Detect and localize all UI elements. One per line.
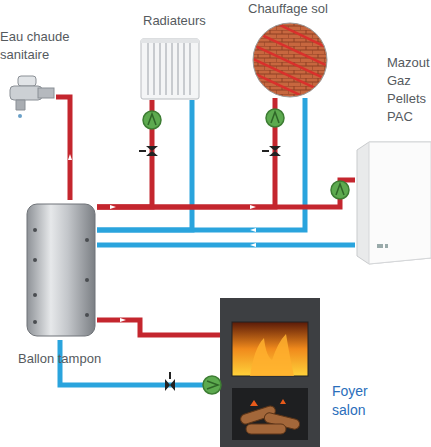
node-illustration bbox=[25, 200, 97, 340]
supply-pipe bbox=[97, 98, 275, 207]
valve-symbol bbox=[139, 146, 158, 156]
node-illustration bbox=[140, 38, 200, 100]
supply-pipe bbox=[97, 100, 152, 207]
valve-symbol bbox=[262, 146, 281, 156]
node-illustration bbox=[8, 72, 56, 120]
pump-symbol bbox=[331, 181, 349, 199]
floor-heating-node: Chauffage sol bbox=[252, 22, 328, 98]
pump-symbol bbox=[203, 376, 221, 394]
valve-symbol bbox=[165, 372, 175, 391]
return-pipe bbox=[97, 98, 305, 230]
node-label: Mazout Gaz Pellets PAC bbox=[387, 54, 431, 126]
pump-symbol bbox=[143, 111, 161, 129]
supply-pipe bbox=[56, 97, 70, 200]
faucet-node: Eau chaude sanitaire bbox=[8, 72, 56, 120]
supply-pipe bbox=[97, 180, 355, 207]
node-label: Ballon tampon bbox=[18, 350, 128, 368]
boiler-node: Mazout Gaz Pellets PAC bbox=[355, 140, 431, 265]
node-illustration bbox=[355, 140, 431, 265]
node-illustration bbox=[252, 22, 328, 98]
buffer-tank-node: Ballon tampon bbox=[25, 200, 97, 340]
radiator-node: Radiateurs bbox=[140, 38, 200, 100]
pump-symbol bbox=[266, 109, 284, 127]
node-label: Chauffage sol bbox=[248, 0, 358, 18]
return-pipe bbox=[97, 243, 355, 248]
node-illustration bbox=[220, 298, 320, 447]
flow-arrow bbox=[68, 154, 256, 322]
node-label: Eau chaude sanitaire bbox=[0, 28, 80, 64]
fireplace-node: Foyer salon bbox=[220, 298, 320, 447]
node-label: Foyer salon bbox=[332, 382, 382, 420]
node-label: Radiateurs bbox=[143, 12, 233, 30]
supply-pipe bbox=[97, 320, 220, 335]
return-pipe bbox=[97, 100, 192, 230]
